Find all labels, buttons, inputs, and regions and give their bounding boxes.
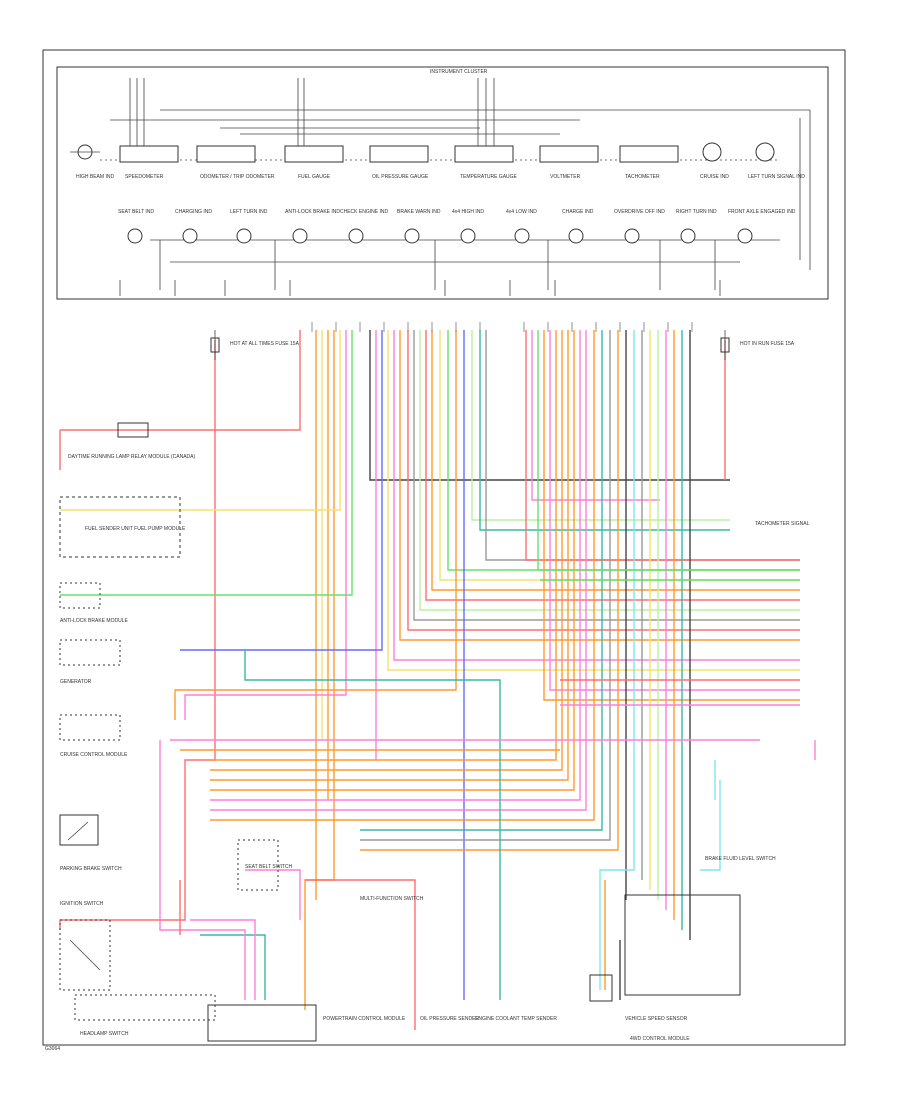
cluster-title: INSTRUMENT CLUSTER bbox=[430, 69, 488, 75]
left-fuse: HOT AT ALL TIMES FUSE 15A bbox=[210, 330, 300, 360]
svg-text:OVERDRIVE OFF IND: OVERDRIVE OFF IND bbox=[614, 209, 665, 215]
temperature-gauge bbox=[454, 145, 514, 163]
seatbelt-switch: SEAT BELT SWITCH bbox=[237, 839, 293, 891]
overdrive-lamp: OVERDRIVE OFF IND bbox=[614, 209, 665, 244]
turn-switch: MULTI-FUNCTION SWITCH bbox=[360, 896, 424, 902]
svg-text:MULTI-FUNCTION SWITCH: MULTI-FUNCTION SWITCH bbox=[360, 896, 424, 902]
speedometer-gauge bbox=[119, 145, 179, 163]
svg-text:IGNITION SWITCH: IGNITION SWITCH bbox=[60, 901, 104, 907]
4x4-high-lamp: 4x4 HIGH IND bbox=[452, 209, 484, 244]
front-axle-lamp: FRONT AXLE ENGAGED IND bbox=[728, 209, 796, 244]
ignition-switch: IGNITION SWITCH bbox=[59, 901, 111, 991]
svg-text:VEHICLE SPEED SENSOR: VEHICLE SPEED SENSOR bbox=[625, 1016, 688, 1022]
svg-text:FUEL SENDER UNIT FUEL PUMP MOD: FUEL SENDER UNIT FUEL PUMP MODULE bbox=[85, 526, 186, 532]
right-fuse: HOT IN RUN FUSE 15A bbox=[720, 330, 795, 360]
svg-text:OIL PRESSURE SENDER: OIL PRESSURE SENDER bbox=[420, 1016, 479, 1022]
abs-lamp: ANTI-LOCK BRAKE IND bbox=[285, 209, 340, 244]
svg-text:CHECK ENGINE IND: CHECK ENGINE IND bbox=[340, 209, 388, 215]
oil-pressure-gauge bbox=[369, 145, 429, 163]
svg-text:HOT IN RUN FUSE 15A: HOT IN RUN FUSE 15A bbox=[740, 341, 795, 347]
svg-text:ANTI-LOCK BRAKE MODULE: ANTI-LOCK BRAKE MODULE bbox=[60, 618, 128, 624]
instrument-cluster-frame bbox=[56, 66, 829, 300]
svg-text:HIGH BEAM IND: HIGH BEAM IND bbox=[76, 174, 114, 180]
svg-text:SEAT BELT SWITCH: SEAT BELT SWITCH bbox=[245, 864, 293, 870]
svg-text:ODOMETER / TRIP ODOMETER: ODOMETER / TRIP ODOMETER bbox=[200, 174, 275, 180]
svg-text:CRUISE CONTROL MODULE: CRUISE CONTROL MODULE bbox=[60, 752, 128, 758]
svg-text:PARKING BRAKE SWITCH: PARKING BRAKE SWITCH bbox=[60, 866, 122, 872]
temp-sender: ENGINE COOLANT TEMP SENDER bbox=[475, 1016, 557, 1022]
svg-text:HEADLAMP SWITCH: HEADLAMP SWITCH bbox=[80, 1031, 129, 1037]
gauge-row: SPEEDOMETER ODOMETER / TRIP ODOMETER FUE… bbox=[119, 145, 679, 180]
headlamp-switch: HEADLAMP SWITCH bbox=[74, 994, 216, 1037]
right-turn-lamp: RIGHT TURN IND bbox=[676, 209, 717, 244]
4x4-low-lamp: 4x4 LOW IND bbox=[506, 209, 537, 244]
svg-text:DAYTIME RUNNING LAMP RELAY MOD: DAYTIME RUNNING LAMP RELAY MODULE (CANAD… bbox=[68, 454, 195, 460]
left-turn-lamp: LEFT TURN IND bbox=[230, 209, 268, 244]
brake-fluid-switch: BRAKE FLUID LEVEL SWITCH bbox=[705, 856, 776, 862]
svg-text:CHARGE IND: CHARGE IND bbox=[562, 209, 594, 215]
check-engine-lamp: CHECK ENGINE IND bbox=[340, 209, 388, 244]
svg-text:SPEEDOMETER: SPEEDOMETER bbox=[125, 174, 164, 180]
svg-text:FRONT AXLE ENGAGED IND: FRONT AXLE ENGAGED IND bbox=[728, 209, 796, 215]
generator: GENERATOR bbox=[59, 639, 121, 685]
connector-tick-row bbox=[311, 322, 693, 332]
svg-text:4x4 LOW IND: 4x4 LOW IND bbox=[506, 209, 537, 215]
cluster-internal-lines bbox=[100, 78, 811, 296]
svg-text:CRUISE IND: CRUISE IND bbox=[700, 174, 729, 180]
svg-text:CHARGING IND: CHARGING IND bbox=[175, 209, 212, 215]
svg-text:SEAT BELT IND: SEAT BELT IND bbox=[118, 209, 154, 215]
abs-module: ANTI-LOCK BRAKE MODULE bbox=[59, 582, 128, 624]
lamp-row: SEAT BELT IND CHARGING IND LEFT TURN IND… bbox=[118, 209, 796, 244]
wire-harness bbox=[59, 330, 816, 1030]
svg-text:POWERTRAIN CONTROL MODULE: POWERTRAIN CONTROL MODULE bbox=[323, 1016, 406, 1022]
voltmeter-gauge bbox=[539, 145, 599, 163]
daytime-relay: DAYTIME RUNNING LAMP RELAY MODULE (CANAD… bbox=[68, 422, 195, 460]
cruise-indicator: CRUISE IND bbox=[700, 142, 729, 180]
left-turn-indicator: LEFT TURN SIGNAL IND bbox=[748, 142, 805, 180]
svg-text:BRAKE WARN IND: BRAKE WARN IND bbox=[397, 209, 441, 215]
seat-belt-lamp: SEAT BELT IND bbox=[118, 209, 154, 244]
svg-text:GENERATOR: GENERATOR bbox=[60, 679, 92, 685]
pcm-box: POWERTRAIN CONTROL MODULE bbox=[207, 1004, 406, 1042]
svg-text:TEMPERATURE GAUGE: TEMPERATURE GAUGE bbox=[460, 174, 518, 180]
svg-text:VOLTMETER: VOLTMETER bbox=[550, 174, 581, 180]
svg-text:ANTI-LOCK BRAKE IND: ANTI-LOCK BRAKE IND bbox=[285, 209, 340, 215]
svg-text:4WD CONTROL MODULE: 4WD CONTROL MODULE bbox=[630, 1036, 690, 1042]
charge-lamp: CHARGE IND bbox=[562, 209, 594, 244]
tach-note: TACHOMETER SIGNAL bbox=[755, 521, 810, 527]
svg-text:RIGHT TURN IND: RIGHT TURN IND bbox=[676, 209, 717, 215]
charging-lamp: CHARGING IND bbox=[175, 209, 212, 244]
parking-brake-switch: PARKING BRAKE SWITCH bbox=[59, 814, 122, 872]
svg-text:TACHOMETER SIGNAL: TACHOMETER SIGNAL bbox=[755, 521, 810, 527]
oil-sender: OIL PRESSURE SENDER bbox=[420, 1016, 479, 1022]
cruise-control-module: CRUISE CONTROL MODULE bbox=[59, 714, 128, 758]
svg-text:LEFT TURN SIGNAL IND: LEFT TURN SIGNAL IND bbox=[748, 174, 805, 180]
svg-text:HOT AT ALL TIMES FUSE 15A: HOT AT ALL TIMES FUSE 15A bbox=[230, 341, 300, 347]
fourwd-module: 4WD CONTROL MODULE bbox=[624, 894, 741, 1042]
svg-text:FUEL GAUGE: FUEL GAUGE bbox=[298, 174, 331, 180]
svg-text:OIL PRESSURE GAUGE: OIL PRESSURE GAUGE bbox=[372, 174, 429, 180]
svg-text:ENGINE COOLANT TEMP SENDER: ENGINE COOLANT TEMP SENDER bbox=[475, 1016, 557, 1022]
brake-warn-lamp: BRAKE WARN IND bbox=[397, 209, 441, 244]
fuel-module: FUEL SENDER UNIT FUEL PUMP MODULE bbox=[59, 496, 186, 558]
high-beam-indicator: HIGH BEAM IND bbox=[70, 144, 114, 180]
svg-text:LEFT TURN IND: LEFT TURN IND bbox=[230, 209, 268, 215]
svg-text:4x4 HIGH IND: 4x4 HIGH IND bbox=[452, 209, 484, 215]
tachometer-gauge bbox=[619, 145, 679, 163]
svg-text:TACHOMETER: TACHOMETER bbox=[625, 174, 660, 180]
diagram-frame bbox=[42, 49, 846, 1046]
footer-code: G3064 bbox=[45, 1046, 60, 1052]
svg-text:BRAKE FLUID LEVEL SWITCH: BRAKE FLUID LEVEL SWITCH bbox=[705, 856, 776, 862]
fuel-gauge bbox=[284, 145, 344, 163]
vss: VEHICLE SPEED SENSOR bbox=[589, 974, 688, 1022]
odometer-gauge bbox=[196, 145, 256, 163]
